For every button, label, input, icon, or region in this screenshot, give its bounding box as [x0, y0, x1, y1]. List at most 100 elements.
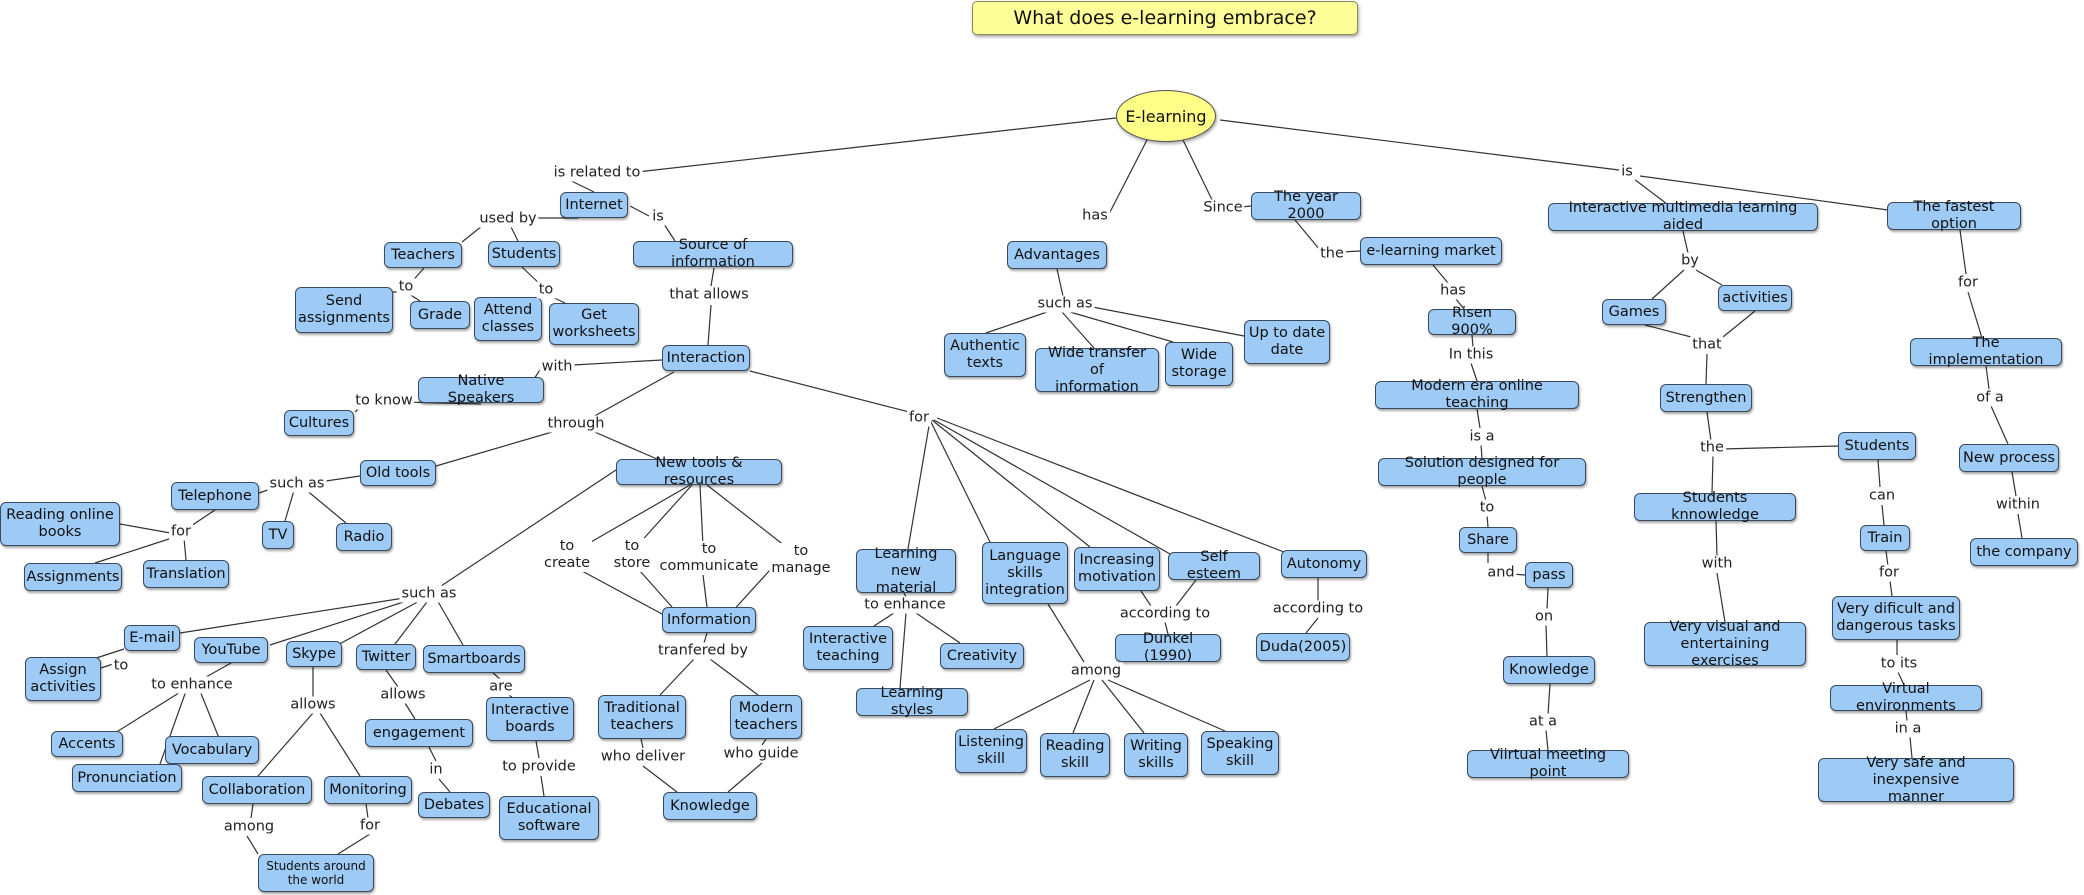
root-node-elearning[interactable]: E-learning: [1116, 90, 1216, 142]
node-translation[interactable]: Translation: [143, 560, 229, 588]
node-twitter[interactable]: Twitter: [356, 644, 416, 670]
node-internet[interactable]: Internet: [560, 192, 628, 218]
node-native-speakers[interactable]: Native Speakers: [418, 373, 544, 406]
node-students-knowledge[interactable]: Students knnowledge: [1634, 490, 1796, 523]
link-label: tranfered by: [656, 642, 750, 660]
node-pass[interactable]: pass: [1525, 562, 1573, 588]
node-assign-activities[interactable]: Assign activities: [25, 657, 101, 701]
node-interactive-boards[interactable]: Interactive boards: [486, 697, 574, 741]
node-knowledge[interactable]: Knowledge: [663, 792, 757, 820]
node-share[interactable]: Share: [1459, 527, 1517, 553]
node-source-of-information[interactable]: Source of information: [633, 237, 793, 270]
node-interactive-multimedia[interactable]: Interactive multimedia learning aided: [1548, 200, 1818, 233]
node-elearning-market[interactable]: e-learning market: [1360, 237, 1502, 265]
node-modern-era-online-teaching[interactable]: Modern era online teaching: [1375, 378, 1579, 411]
node-writing-skills[interactable]: Writing skills: [1124, 733, 1188, 777]
node-send-assignments[interactable]: Send assignments: [295, 287, 393, 333]
node-get-worksheets[interactable]: Get worksheets: [549, 303, 639, 345]
node-the-company[interactable]: the company: [1970, 538, 2078, 566]
node-new-tools-resources[interactable]: New tools & resources: [616, 455, 782, 488]
node-smartboards[interactable]: Smartboards: [423, 645, 525, 673]
node-pronunciation[interactable]: Pronunciation: [72, 764, 182, 792]
node-learning-new-material[interactable]: Learning new material: [856, 546, 956, 596]
connector-line: [581, 570, 663, 615]
node-interaction[interactable]: Interaction: [662, 345, 750, 371]
node-speaking-skill[interactable]: Speaking skill: [1201, 731, 1279, 775]
node-the-year-2000[interactable]: The year 2000: [1251, 189, 1361, 222]
node-email[interactable]: E-mail: [124, 625, 180, 651]
node-radio[interactable]: Radio: [336, 523, 392, 551]
link-label: In this: [1446, 346, 1496, 364]
node-teachers[interactable]: Teachers: [384, 242, 462, 268]
connector-line: [1480, 444, 1483, 459]
node-virtual-environments[interactable]: Virtual environments: [1830, 681, 1982, 714]
node-collaboration[interactable]: Collaboration: [202, 776, 312, 804]
link-label: is related to: [551, 164, 643, 182]
connector-line: [702, 574, 708, 608]
node-reading-skill[interactable]: Reading skill: [1040, 733, 1110, 777]
node-authentic-texts[interactable]: Authentic texts: [944, 333, 1026, 377]
node-information[interactable]: Information: [662, 607, 756, 633]
node-students-around-the-world[interactable]: Students around the world: [258, 854, 374, 892]
node-learning-styles[interactable]: Learning styles: [856, 685, 968, 718]
node-monitoring[interactable]: Monitoring: [324, 776, 412, 804]
link-label: has: [1080, 207, 1110, 225]
node-new-process[interactable]: New process: [1959, 444, 2059, 472]
node-engagement[interactable]: engagement: [365, 719, 473, 747]
node-telephone[interactable]: Telephone: [171, 482, 259, 510]
node-games[interactable]: Games: [1602, 299, 1666, 325]
node-listening-skill[interactable]: Listening skill: [955, 729, 1027, 773]
connector-line: [703, 632, 708, 644]
connector-line: [899, 612, 907, 689]
node-students-b[interactable]: Students: [1838, 432, 1916, 460]
node-wide-transfer[interactable]: Wide transfer of information: [1035, 345, 1159, 395]
node-debates[interactable]: Debates: [418, 792, 490, 818]
node-educational-software[interactable]: Educational software: [499, 796, 599, 840]
node-very-visual[interactable]: Very visual and entertaining exercises: [1644, 619, 1806, 669]
node-vocabulary[interactable]: Vocabulary: [165, 736, 259, 764]
node-self-esteem[interactable]: Self esteem: [1168, 549, 1260, 582]
node-tv[interactable]: TV: [262, 521, 294, 549]
node-dunkel-1990[interactable]: Dunkel (1990): [1115, 631, 1221, 664]
node-the-implementation[interactable]: The implementation: [1910, 335, 2062, 368]
node-advantages[interactable]: Advantages: [1007, 241, 1107, 269]
node-strengthen[interactable]: Strengthen: [1660, 384, 1752, 412]
node-the-fastest-option[interactable]: The fastest option: [1887, 199, 2021, 232]
node-interactive-teaching[interactable]: Interactive teaching: [803, 626, 893, 670]
node-old-tools[interactable]: Old tools: [360, 460, 436, 486]
connector-line: [1651, 269, 1685, 300]
connector-line: [1545, 729, 1549, 751]
connector-line: [1164, 621, 1169, 635]
node-creativity[interactable]: Creativity: [940, 643, 1024, 669]
node-virtual-meeting-point[interactable]: Viirtual meeting point: [1467, 747, 1629, 780]
node-modern-teachers[interactable]: Modern teachers: [730, 695, 802, 739]
node-skype[interactable]: Skype: [286, 641, 342, 667]
node-duda-2005[interactable]: Duda(2005): [1256, 633, 1350, 661]
connector-line: [1877, 459, 1881, 488]
node-attend-classes[interactable]: Attend classes: [474, 297, 542, 341]
node-traditional-teachers[interactable]: Traditional teachers: [598, 695, 686, 739]
link-label: to its: [1878, 655, 1920, 673]
node-reading-online-books[interactable]: Reading online books: [0, 502, 120, 546]
node-assignments[interactable]: Assignments: [24, 563, 122, 591]
node-activities[interactable]: activities: [1718, 285, 1792, 311]
node-youtube[interactable]: YouTube: [194, 637, 268, 663]
node-up-to-date[interactable]: Up to date date: [1244, 320, 1330, 364]
node-solution-designed-for-people[interactable]: Solution designed for people: [1378, 455, 1586, 488]
connector-line: [1717, 310, 1756, 342]
node-train[interactable]: Train: [1860, 525, 1910, 551]
node-wide-storage[interactable]: Wide storage: [1165, 342, 1233, 386]
node-very-safe[interactable]: Very safe and inexpensive manner: [1818, 755, 2014, 805]
node-increasing-motivation[interactable]: Increasing motivation: [1074, 547, 1160, 591]
node-grade[interactable]: Grade: [410, 301, 470, 329]
node-accents[interactable]: Accents: [51, 731, 123, 757]
node-knowledge-b[interactable]: Knowledge: [1503, 656, 1595, 684]
node-language-skills-integration[interactable]: Language skills integration: [982, 542, 1068, 604]
node-cultures[interactable]: Cultures: [284, 410, 354, 436]
node-very-dificult[interactable]: Very dificult and dangerous tasks: [1832, 596, 1960, 640]
node-students[interactable]: Students: [488, 241, 560, 267]
connector-line: [435, 597, 464, 646]
node-risen-900[interactable]: Risen 900%: [1428, 305, 1516, 338]
node-autonomy[interactable]: Autonomy: [1281, 550, 1367, 578]
